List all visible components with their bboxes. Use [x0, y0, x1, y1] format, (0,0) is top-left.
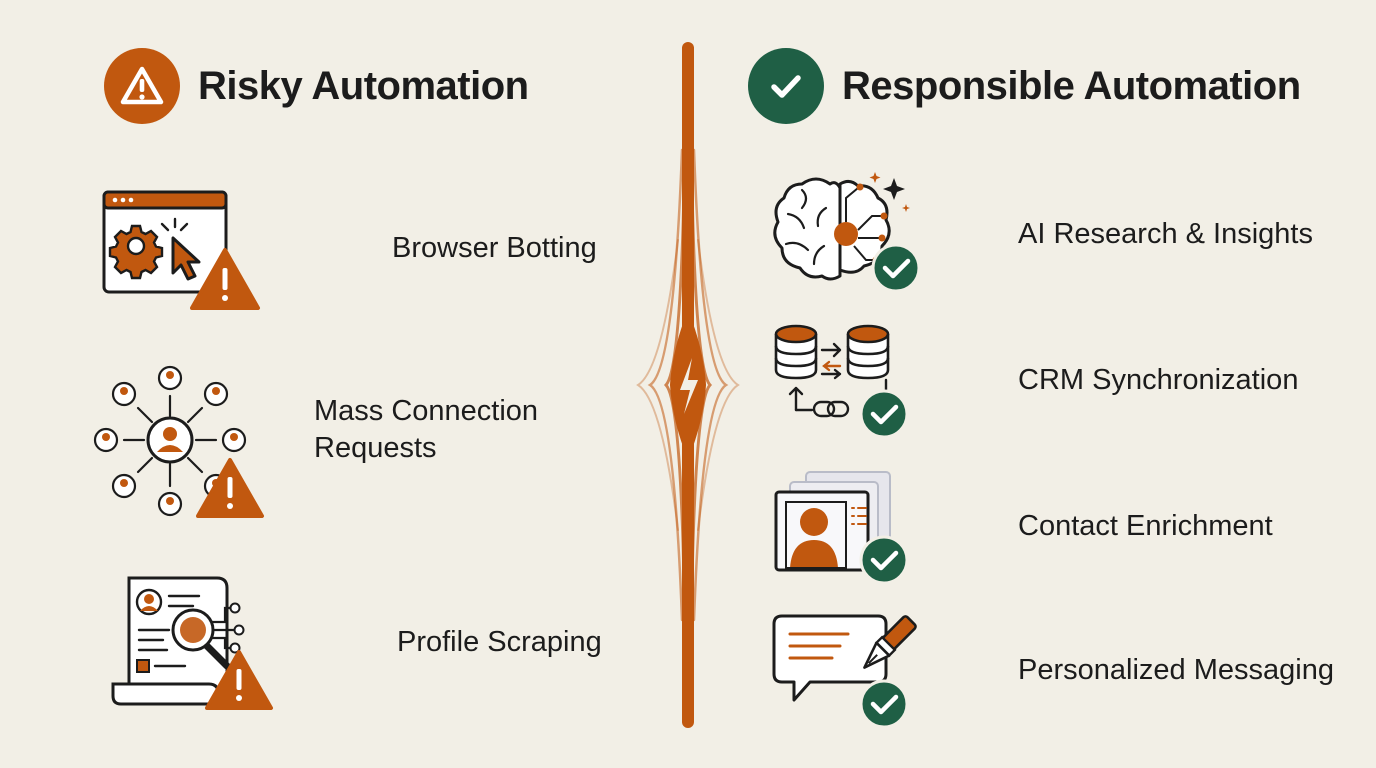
risky-column: Risky Automation Browser Botting	[0, 0, 660, 768]
message-pen-icon	[770, 600, 950, 740]
risky-header: Risky Automation	[104, 48, 529, 124]
browser-bot-icon	[100, 178, 280, 318]
lightning-bolt-icon	[680, 358, 698, 414]
responsible-item-label: Contact Enrichment	[1018, 509, 1273, 542]
responsible-header: Responsible Automation	[748, 48, 1301, 124]
responsible-column: Responsible Automation	[720, 0, 1376, 768]
responsible-item-personalized-messaging: Personalized Messaging	[770, 600, 1334, 740]
risky-title: Risky Automation	[198, 63, 529, 108]
contact-card-icon	[770, 456, 950, 596]
risky-item-label: Mass Connection Requests	[314, 395, 539, 464]
responsible-item-ai-research: AI Research & Insights	[770, 164, 1313, 304]
responsible-item-label: AI Research & Insights	[1018, 217, 1313, 250]
database-sync-icon	[770, 310, 950, 450]
responsible-item-crm-sync: CRM Synchronization	[770, 310, 1298, 450]
responsible-item-label: CRM Synchronization	[1018, 363, 1299, 396]
center-divider	[618, 40, 758, 730]
risky-item-mass-connection: Mass Connection Requests	[90, 360, 644, 518]
mass-connection-icon	[90, 360, 270, 518]
responsible-item-contact-enrichment: Contact Enrichment	[770, 456, 1273, 596]
checkmark-badge-icon	[748, 48, 824, 124]
risky-item-label: Browser Botting	[392, 231, 597, 264]
ai-brain-icon	[770, 164, 950, 304]
risky-item-browser-botting: Browser Botting	[100, 178, 597, 318]
profile-scraping-icon	[105, 572, 285, 712]
warning-badge-icon	[104, 48, 180, 124]
risky-item-profile-scraping: Profile Scraping	[105, 572, 602, 712]
responsible-item-label: Personalized Messaging	[1018, 653, 1334, 686]
responsible-title: Responsible Automation	[842, 63, 1301, 108]
risky-item-label: Profile Scraping	[397, 625, 602, 658]
